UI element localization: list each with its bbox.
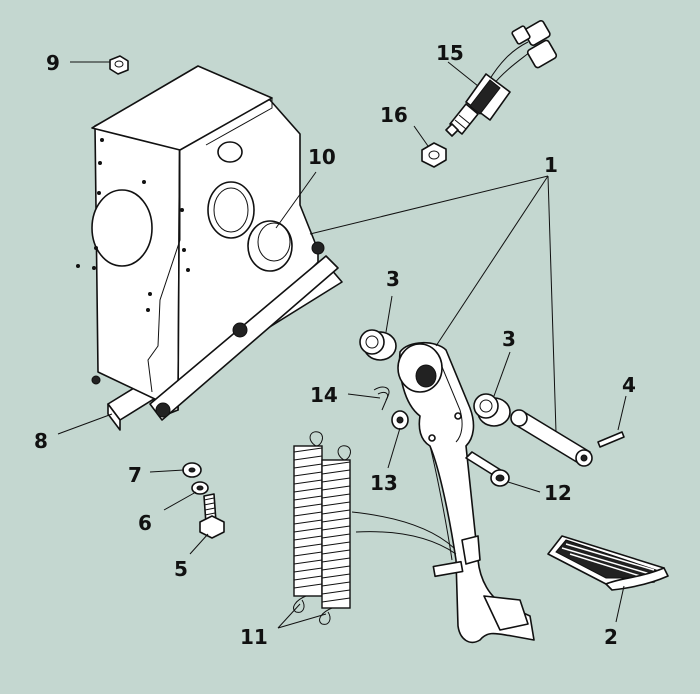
callout-12: 12 [544, 481, 572, 505]
callout-7: 7 [128, 463, 142, 487]
callout-1: 1 [544, 153, 558, 177]
pedal-box-housing [76, 65, 343, 431]
washer-part-6 [191, 481, 209, 495]
spring-clip-part-14 [373, 386, 390, 411]
callout-15: 15 [436, 41, 464, 65]
callout-4: 4 [622, 373, 636, 397]
leader-lines [57, 61, 627, 629]
callout-6: 6 [138, 511, 152, 535]
bolt-part-5 [199, 493, 225, 539]
pedal-pad-part-2 [547, 535, 669, 591]
washer-part-7 [182, 462, 202, 478]
bushing-part-3-right [473, 393, 511, 427]
callout-13: 13 [370, 471, 398, 495]
callout-10: 10 [308, 145, 336, 169]
callout-11: 11 [240, 625, 268, 649]
plug-part-10 [247, 220, 293, 272]
callout-2: 2 [604, 625, 618, 649]
clevis-bolt-part-12 [465, 451, 510, 487]
callout-3a: 3 [386, 267, 400, 291]
callout-8: 8 [34, 429, 48, 453]
pivot-shaft [510, 409, 593, 467]
bushing-part-3-left [359, 329, 397, 361]
washer-part-13 [391, 410, 409, 430]
brake-pedal-arm [397, 341, 535, 644]
stop-light-switch-part-15 [445, 20, 558, 137]
split-pin-part-4 [597, 431, 625, 448]
callout-16: 16 [380, 103, 408, 127]
callout-labels: 1 2 3 3 4 5 6 7 8 9 10 11 12 13 14 15 16 [34, 41, 636, 649]
callout-14: 14 [310, 383, 338, 407]
nut-part-9 [109, 55, 129, 75]
callout-9: 9 [46, 51, 60, 75]
callout-5: 5 [174, 557, 188, 581]
locknut-part-16 [421, 142, 447, 168]
callout-3b: 3 [502, 327, 516, 351]
return-springs-part-11 [293, 431, 457, 625]
